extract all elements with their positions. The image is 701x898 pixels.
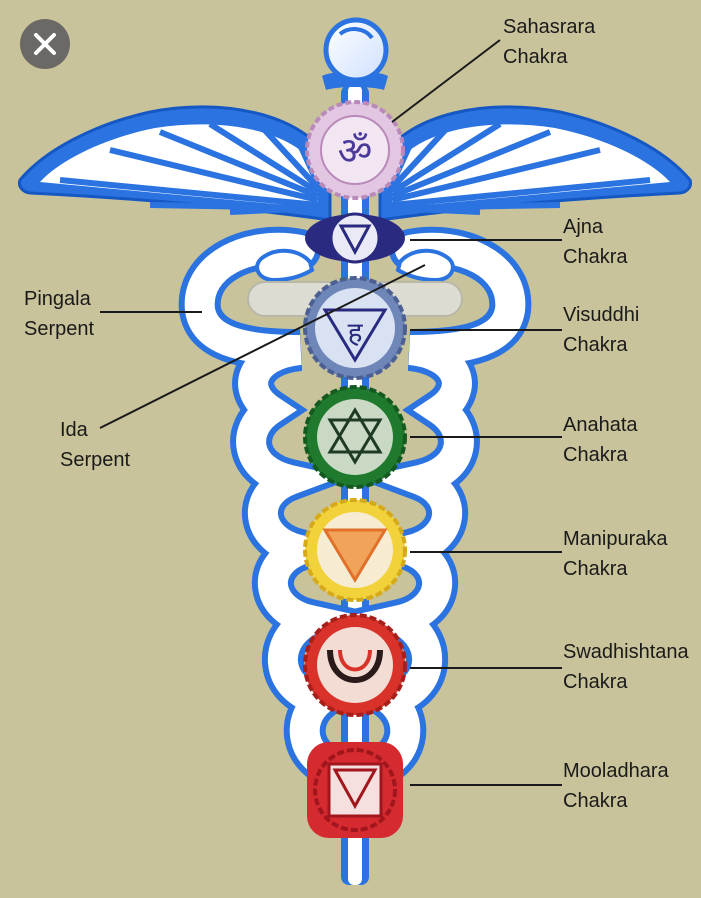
left-wing: [18, 105, 332, 222]
close-button[interactable]: [20, 19, 70, 69]
close-icon: [34, 33, 56, 55]
leader-lines: [99, 39, 562, 786]
svg-text:ॐ: ॐ: [338, 129, 373, 173]
manipuraka-chakra: [303, 498, 407, 602]
swadhishtana-chakra: [303, 613, 407, 717]
ajna-chakra: [305, 212, 405, 264]
serpents: [178, 226, 532, 791]
anahata-chakra: [303, 385, 407, 489]
svg-text:ह: ह: [348, 316, 364, 349]
sahasrara-chakra: ॐ: [305, 100, 405, 200]
visuddhi-chakra: ह: [303, 276, 407, 380]
mooladhara-chakra: [307, 742, 403, 838]
right-wing: [378, 105, 692, 222]
